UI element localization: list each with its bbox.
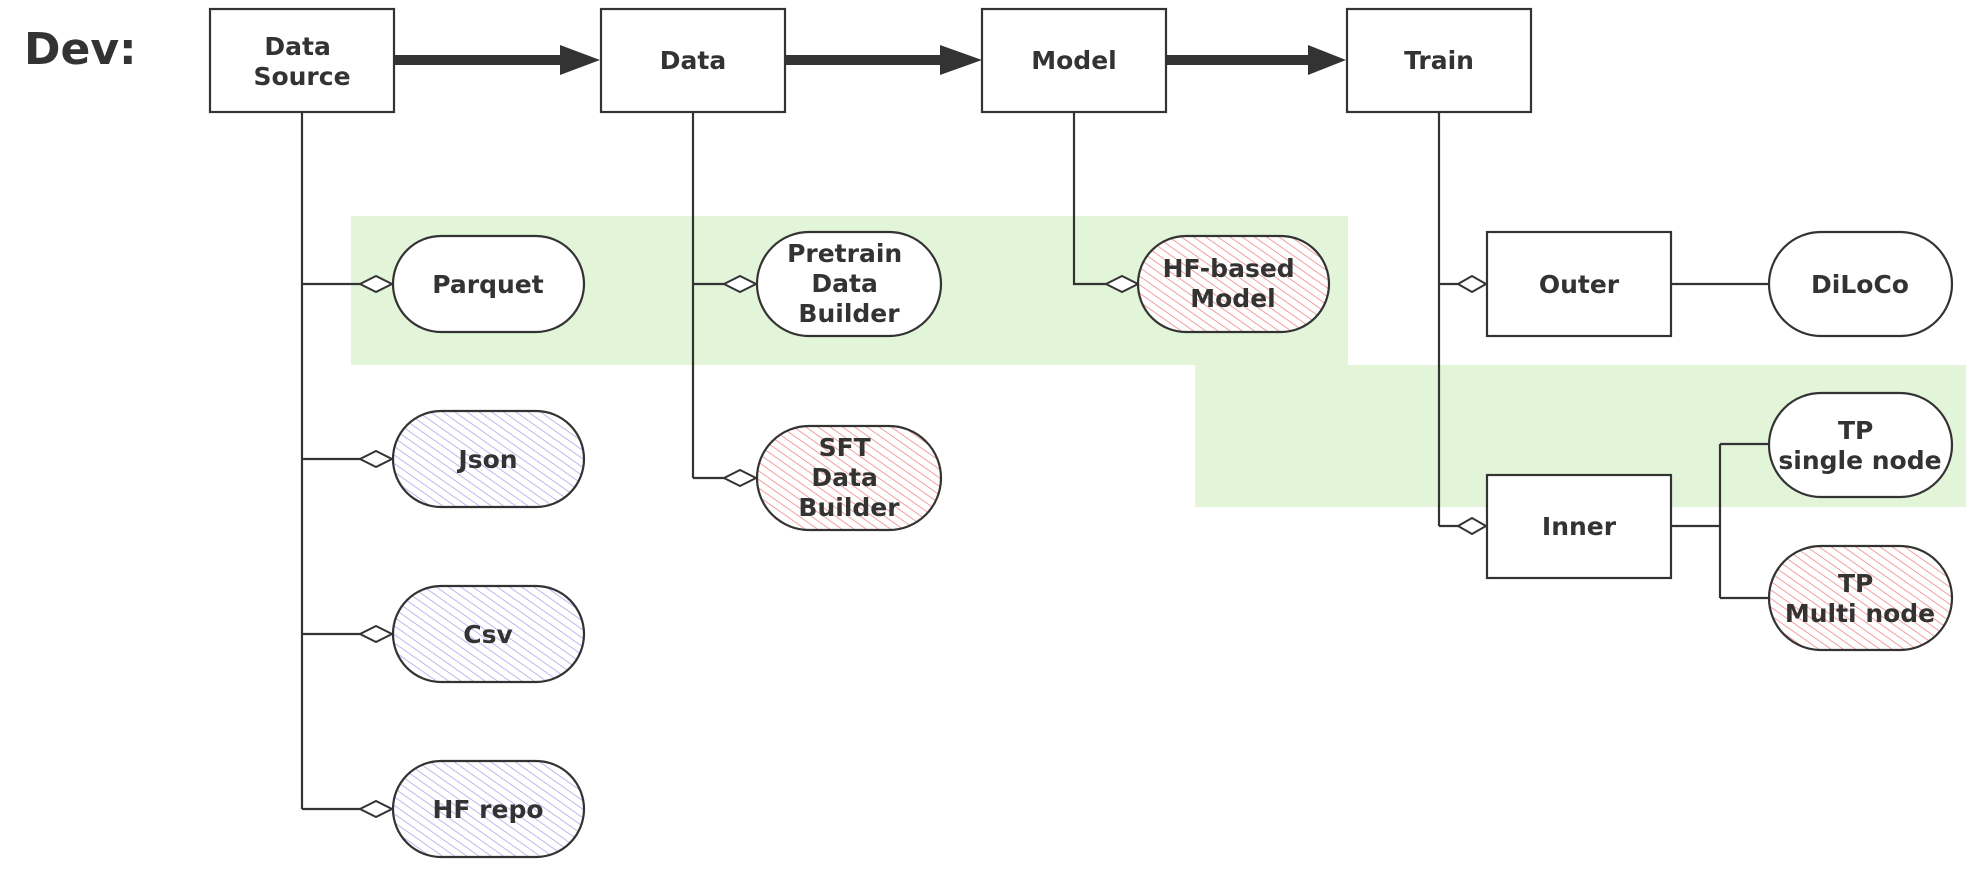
train-box [1345, 7, 1533, 114]
tp-multi-node-label: TP Multi node [1785, 569, 1935, 628]
label-line: Data [811, 463, 877, 492]
model-label: Model [1031, 46, 1116, 75]
label-line: Data [264, 32, 330, 61]
label-line: TP [1838, 416, 1873, 445]
label-line: Multi node [1785, 599, 1935, 628]
label-line: Pretrain [787, 239, 902, 268]
json-node [391, 409, 586, 509]
connector-data-source [300, 112, 360, 811]
data-source-box [208, 7, 396, 114]
inner-label: Inner [1542, 512, 1617, 541]
pipeline-boxes [208, 7, 1533, 114]
arrow-source-to-data [394, 55, 564, 65]
outer-label: Outer [1539, 270, 1620, 299]
diamond-icon [357, 799, 395, 819]
sub-nodes [391, 230, 1954, 859]
label-line: HF-based [1163, 254, 1295, 283]
diamond-icon [357, 449, 395, 469]
connector-inner-tp [1670, 442, 1769, 600]
label-line: Source [253, 62, 350, 91]
diamond-icon [1455, 274, 1489, 294]
sft-data-builder-node [755, 424, 943, 532]
connector-data [691, 112, 724, 480]
json-label: Json [456, 445, 517, 474]
label-line: Model [1190, 284, 1275, 313]
diloco-node [1767, 230, 1954, 338]
arrow-head-train [1308, 45, 1346, 75]
diamond-markers [357, 274, 1489, 819]
label-line: TP [1838, 569, 1873, 598]
connector-model [1072, 112, 1106, 286]
inner-node [1485, 473, 1673, 580]
parquet-node [391, 234, 586, 334]
pipeline-arrows [394, 45, 1346, 75]
parquet-label: Parquet [432, 270, 543, 299]
model-box [980, 7, 1168, 114]
csv-label: Csv [463, 620, 513, 649]
hf-repo-label: HF repo [432, 795, 543, 824]
arrow-model-to-train [1166, 55, 1312, 65]
csv-node [391, 584, 586, 684]
hf-based-model-label: HF-based Model [1163, 254, 1304, 313]
hf-repo-node [391, 759, 586, 859]
diamond-icon [721, 468, 759, 488]
hf-based-model-node [1136, 234, 1331, 334]
data-box [599, 7, 787, 114]
outer-node [1485, 230, 1673, 338]
diloco-label: DiLoCo [1811, 270, 1909, 299]
tp-single-node-label: TP single node [1778, 416, 1941, 475]
tp-single-node-node [1767, 391, 1954, 499]
tp-multi-node-node [1767, 544, 1954, 652]
diamond-icon [1455, 516, 1489, 536]
label-line: Builder [798, 299, 900, 328]
pretrain-data-builder-node [755, 230, 943, 338]
label-line: single node [1778, 446, 1941, 475]
page-title: Dev: [24, 24, 137, 75]
data-source-label: Data Source [253, 32, 350, 91]
label-line: SFT [819, 433, 871, 462]
sft-data-builder-label: SFT Data Builder [798, 433, 900, 522]
data-label: Data [660, 46, 726, 75]
arrow-head-model [940, 45, 982, 75]
pretrain-data-builder-label: Pretrain Data Builder [787, 239, 911, 328]
connector-train [1437, 112, 1458, 528]
diamond-icon [357, 624, 395, 644]
label-line: Data [811, 269, 877, 298]
arrow-head-data [560, 45, 600, 75]
train-label: Train [1404, 46, 1474, 75]
connector-lines [300, 112, 1769, 811]
arrow-data-to-model [784, 55, 944, 65]
label-line: Builder [798, 493, 900, 522]
highlight-band [351, 216, 1966, 507]
